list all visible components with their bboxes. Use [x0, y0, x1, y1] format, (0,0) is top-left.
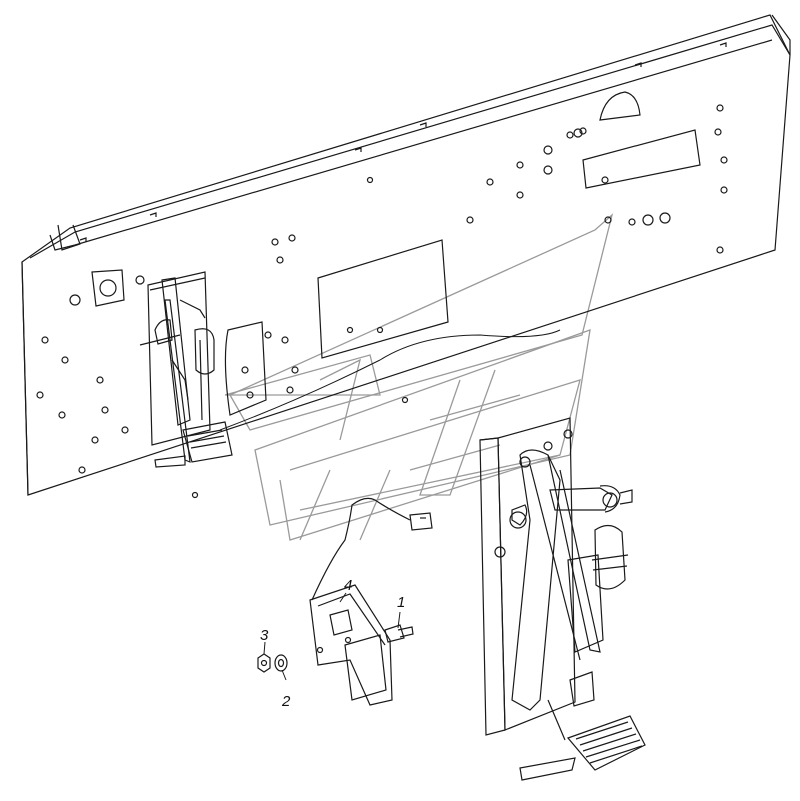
accelerator-sensor-pedal	[309, 497, 433, 706]
installed-pedal-assembly	[139, 271, 233, 468]
detail-pedal-assembly	[479, 417, 646, 781]
bolt-part-1	[384, 624, 414, 643]
back-panel	[21, 14, 791, 499]
panel-holes	[36, 104, 728, 499]
leader-lines	[219, 329, 561, 681]
callout-1: 1	[397, 594, 405, 611]
callout-2: 2	[281, 693, 291, 710]
callout-4: 4	[344, 577, 352, 594]
callout-3: 3	[260, 627, 269, 644]
washer-part-2	[274, 654, 288, 672]
